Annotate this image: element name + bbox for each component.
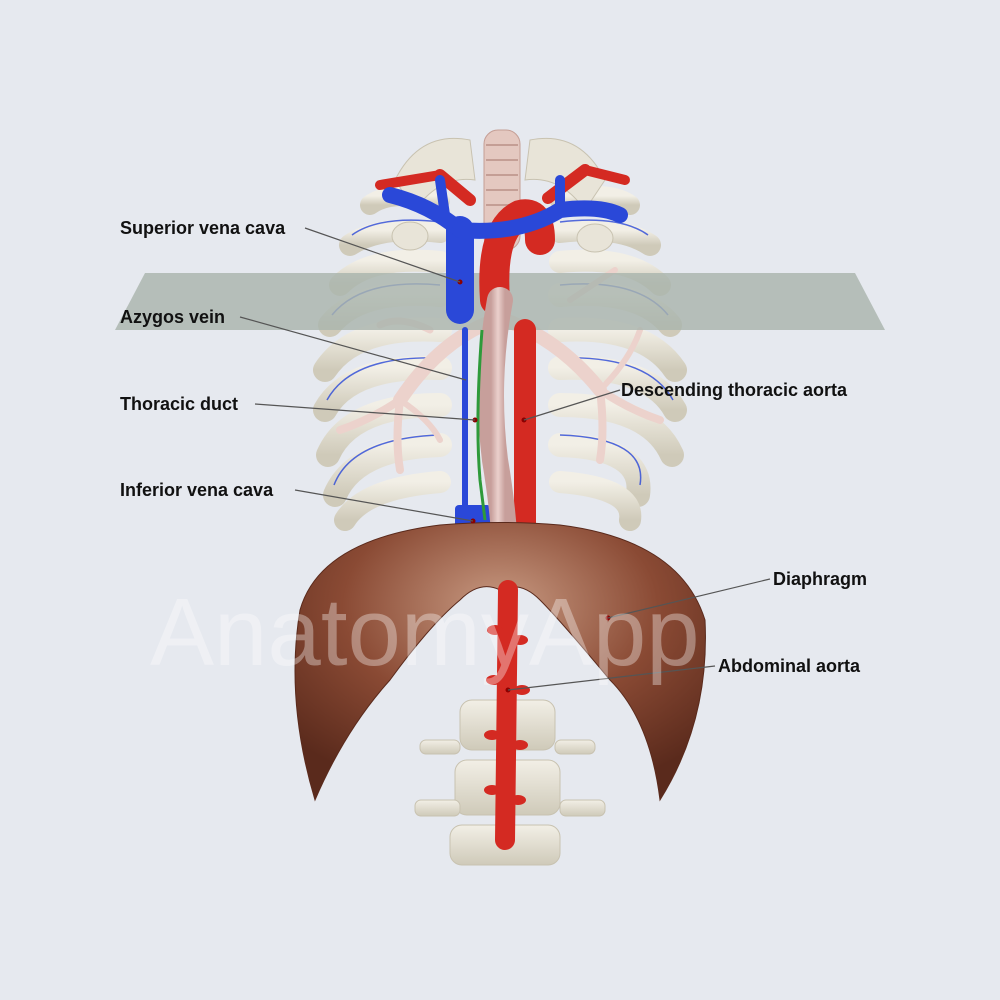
thoracic-duct-path xyxy=(476,329,487,521)
label-inferior-vena-cava: Inferior vena cava xyxy=(120,480,274,500)
label-abdominal-aorta: Abdominal aorta xyxy=(718,656,861,676)
leader-lines xyxy=(239,227,771,691)
label-thoracic-duct: Thoracic duct xyxy=(120,394,239,414)
venous-system xyxy=(382,175,628,513)
label-azygos-vein: Azygos vein xyxy=(120,307,226,327)
label-diaphragm: Diaphragm xyxy=(773,569,868,589)
diaphragm-shape xyxy=(294,522,706,802)
label-superior-vena-cava: Superior vena cava xyxy=(120,218,286,238)
watermark: AnatomyApp xyxy=(150,579,700,686)
label-descending-thoracic-aorta: Descending thoracic aorta xyxy=(621,380,848,400)
esophagus xyxy=(478,287,518,573)
